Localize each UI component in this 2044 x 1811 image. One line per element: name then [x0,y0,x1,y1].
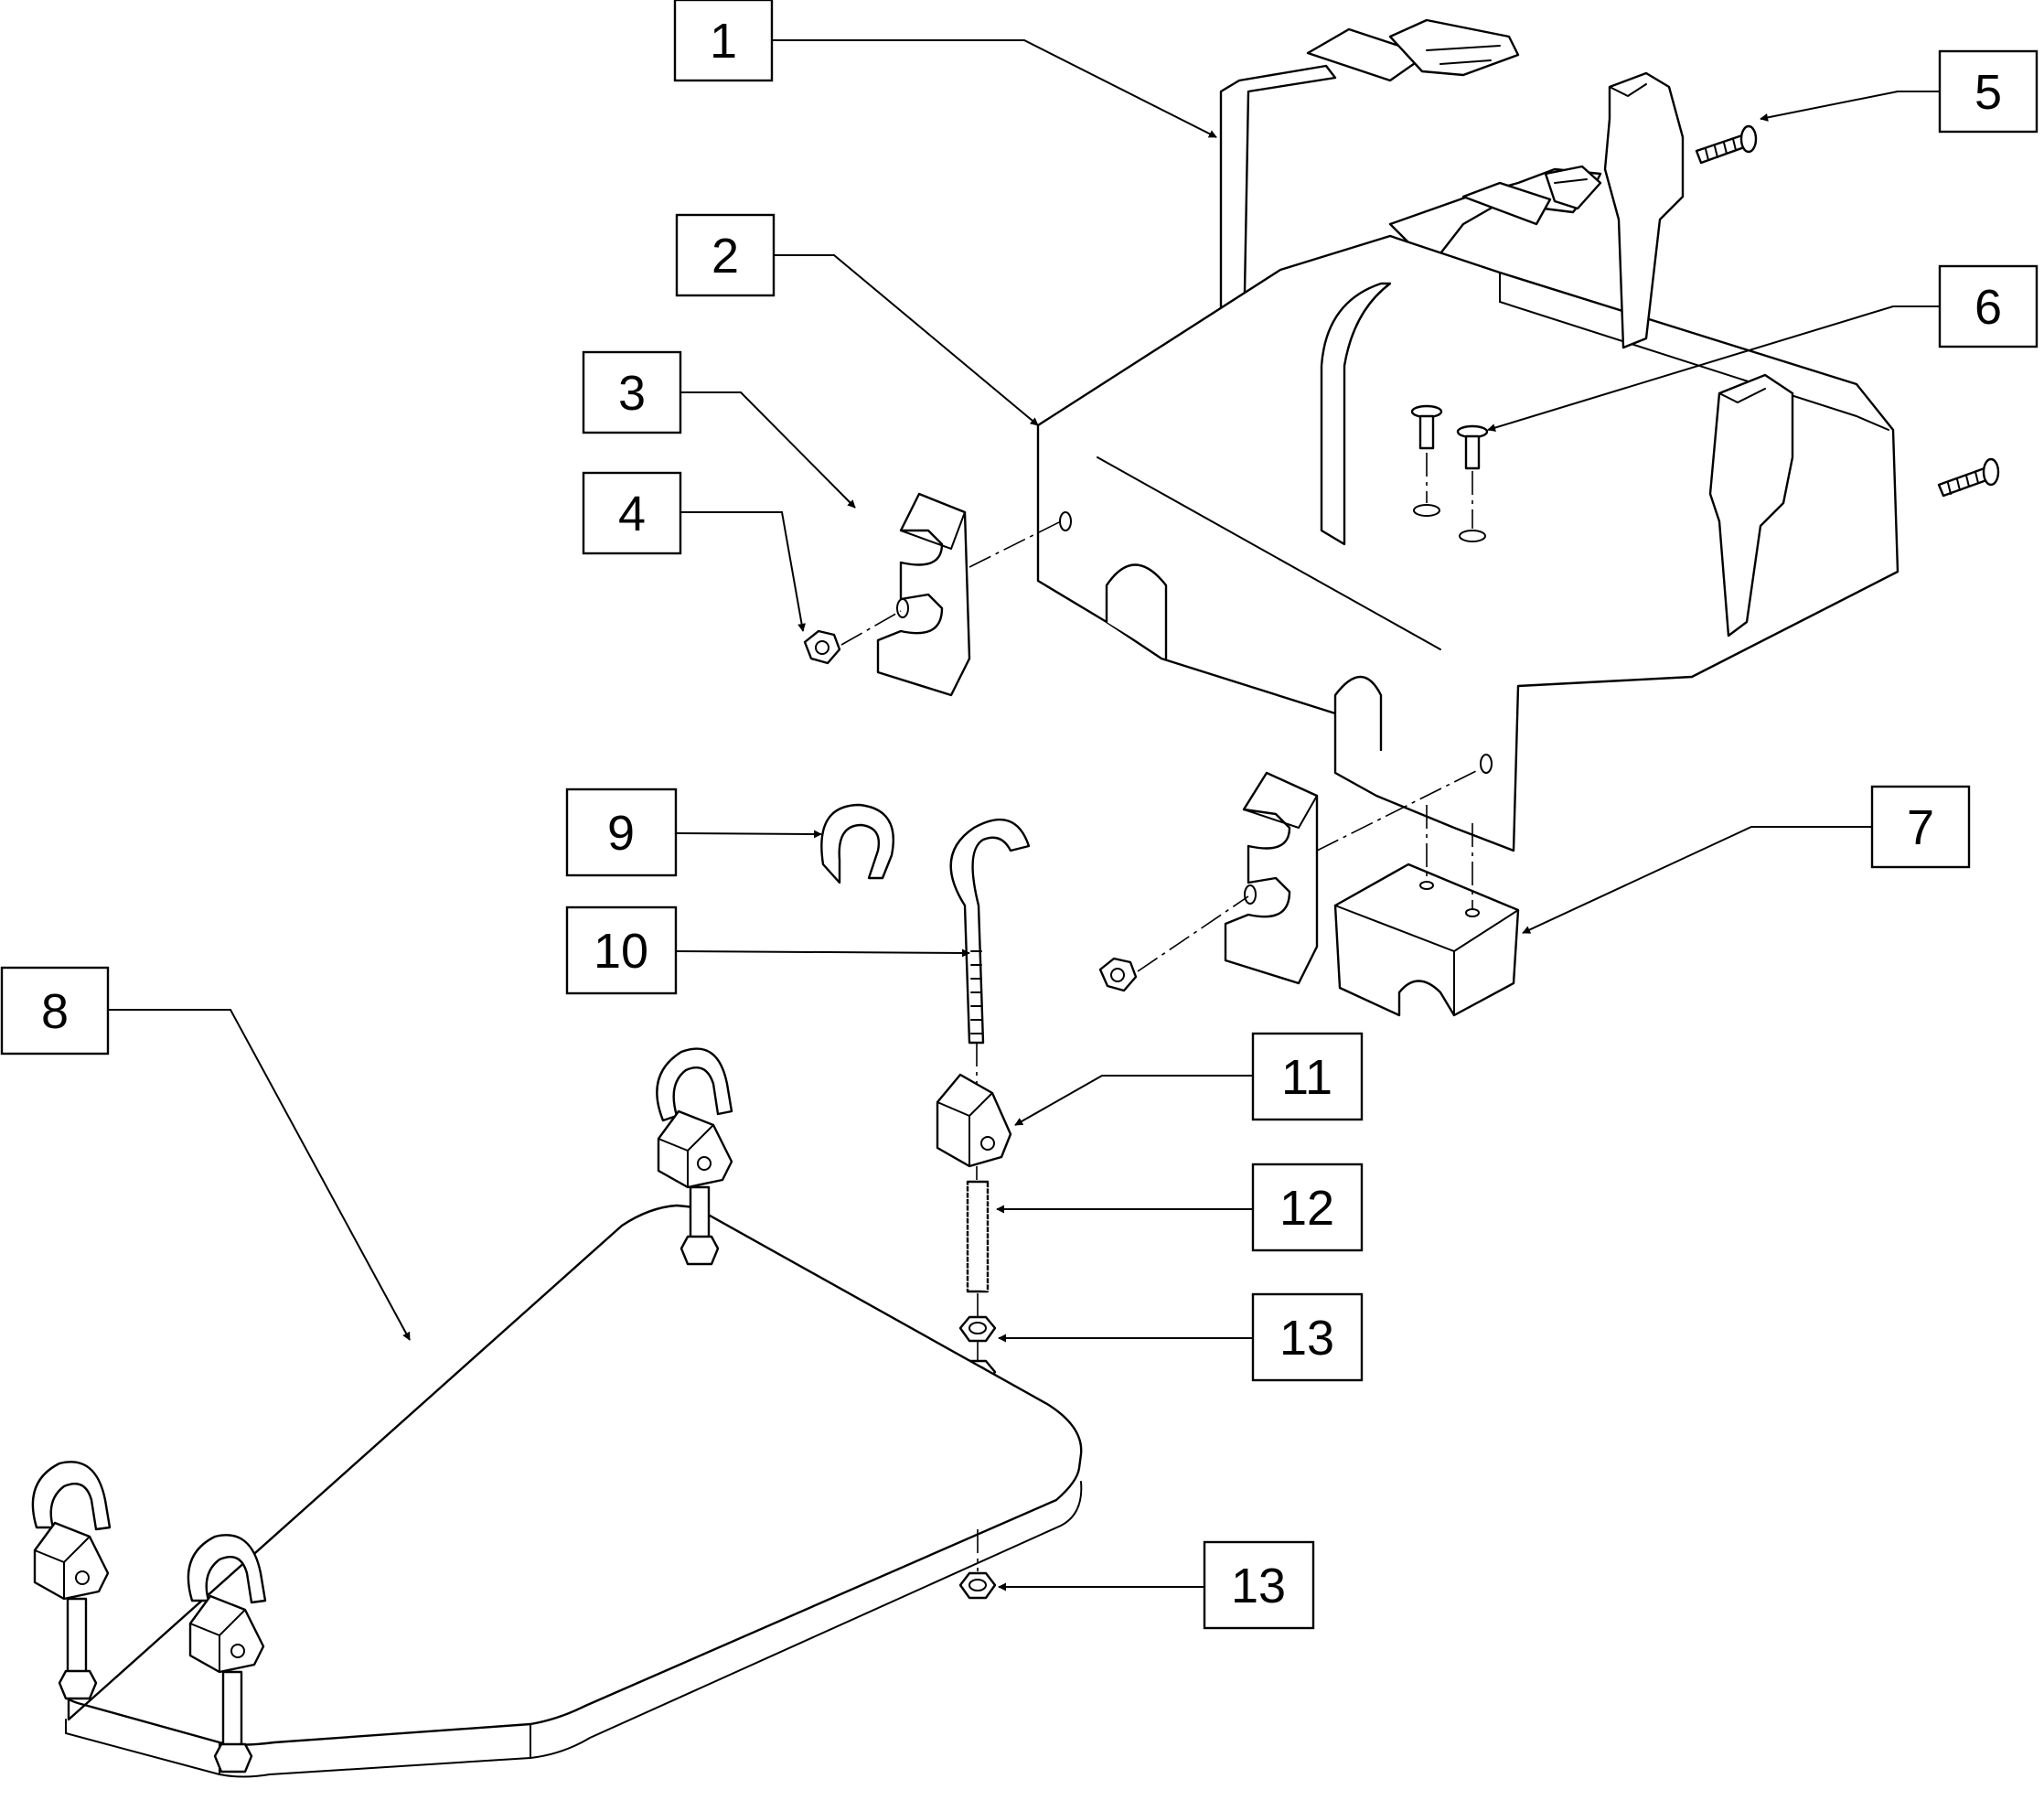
stud-thread-tick [965,1197,990,1202]
nut-lower [1098,957,1138,992]
tray-part-2 [1036,234,1900,852]
callout-10-label: 10 [594,924,648,979]
strap-buckle-middle [1388,165,1602,267]
screw-part-6 [1410,404,1489,542]
stud-thread-tick [965,1268,990,1272]
callout-3-label: 3 [618,366,646,421]
callout-13-lower: 13 [1203,1540,1315,1630]
stud-thread-tick [965,1274,990,1279]
stud-thread-tick [965,1223,990,1227]
callout-9-label: 9 [607,806,635,861]
eye-block-part-11 [936,1073,1012,1168]
leader-lines [108,39,1940,1591]
callout-5: 5 [1938,49,2039,134]
callout-8: 8 [0,966,110,1056]
callout-5-label: 5 [1974,65,2002,120]
stud-thread-tick [965,1287,990,1291]
callout-13-upper: 13 [1251,1292,1364,1382]
nut-part-4 [803,629,841,665]
callout-2-label: 2 [712,229,739,284]
callout-10: 10 [565,906,678,995]
callout-8-label: 8 [41,984,69,1039]
stud-thread-tick [965,1191,990,1195]
nut-part-13-lower [958,1571,997,1600]
threaded-stud-part-12 [965,1180,990,1293]
stud-thread-tick [965,1216,990,1221]
callout-4: 4 [582,471,682,555]
eyebolt-assembly-front [187,1534,267,1773]
callout-11-label: 11 [1281,1050,1332,1105]
callout-11: 11 [1251,1032,1364,1121]
screw-part-5-right [1937,457,2000,498]
strap-front-right [1708,373,1794,638]
base-plate-part-8 [63,1204,1083,1778]
callout-13-upper-label: 13 [1279,1311,1334,1366]
stud-thread-tick [965,1184,990,1189]
block-part-7 [1333,863,1520,1017]
clamp-lower [1224,771,1319,985]
stud-thread-tick [965,1281,990,1285]
callout-13-lower-label: 13 [1231,1559,1286,1613]
stud-thread-tick [965,1248,990,1253]
strap-rear-right [1603,71,1685,349]
stud-thread-tick [965,1229,990,1234]
callout-7-label: 7 [1907,800,1934,855]
screw-part-5 [1695,124,1758,165]
stud-thread-tick [965,1242,990,1247]
callout-7: 7 [1870,785,1971,869]
callout-2: 2 [675,213,776,297]
stud-thread-tick [965,1236,990,1240]
callout-6-label: 6 [1974,280,2002,335]
callout-12-label: 12 [1279,1181,1334,1236]
stud-thread-tick [965,1204,990,1208]
eyebolt-assembly-left [31,1461,112,1700]
callout-12: 12 [1251,1163,1364,1252]
stud-thread-tick [965,1255,990,1259]
callout-6: 6 [1938,264,2039,348]
stud-thread-tick [965,1261,990,1266]
callout-3: 3 [582,350,682,434]
callout-4-label: 4 [618,487,646,541]
callout-1: 1 [673,0,774,82]
hook-part-9 [820,803,894,884]
eyebolt-assembly-rear [656,1047,733,1266]
bolt-part-10 [949,819,1031,1045]
stud-thread-tick [965,1210,990,1215]
strap-inner-left [1320,282,1392,546]
callout-9: 9 [565,788,678,877]
callout-1-label: 1 [710,14,737,69]
clamp-part-3 [876,492,971,697]
